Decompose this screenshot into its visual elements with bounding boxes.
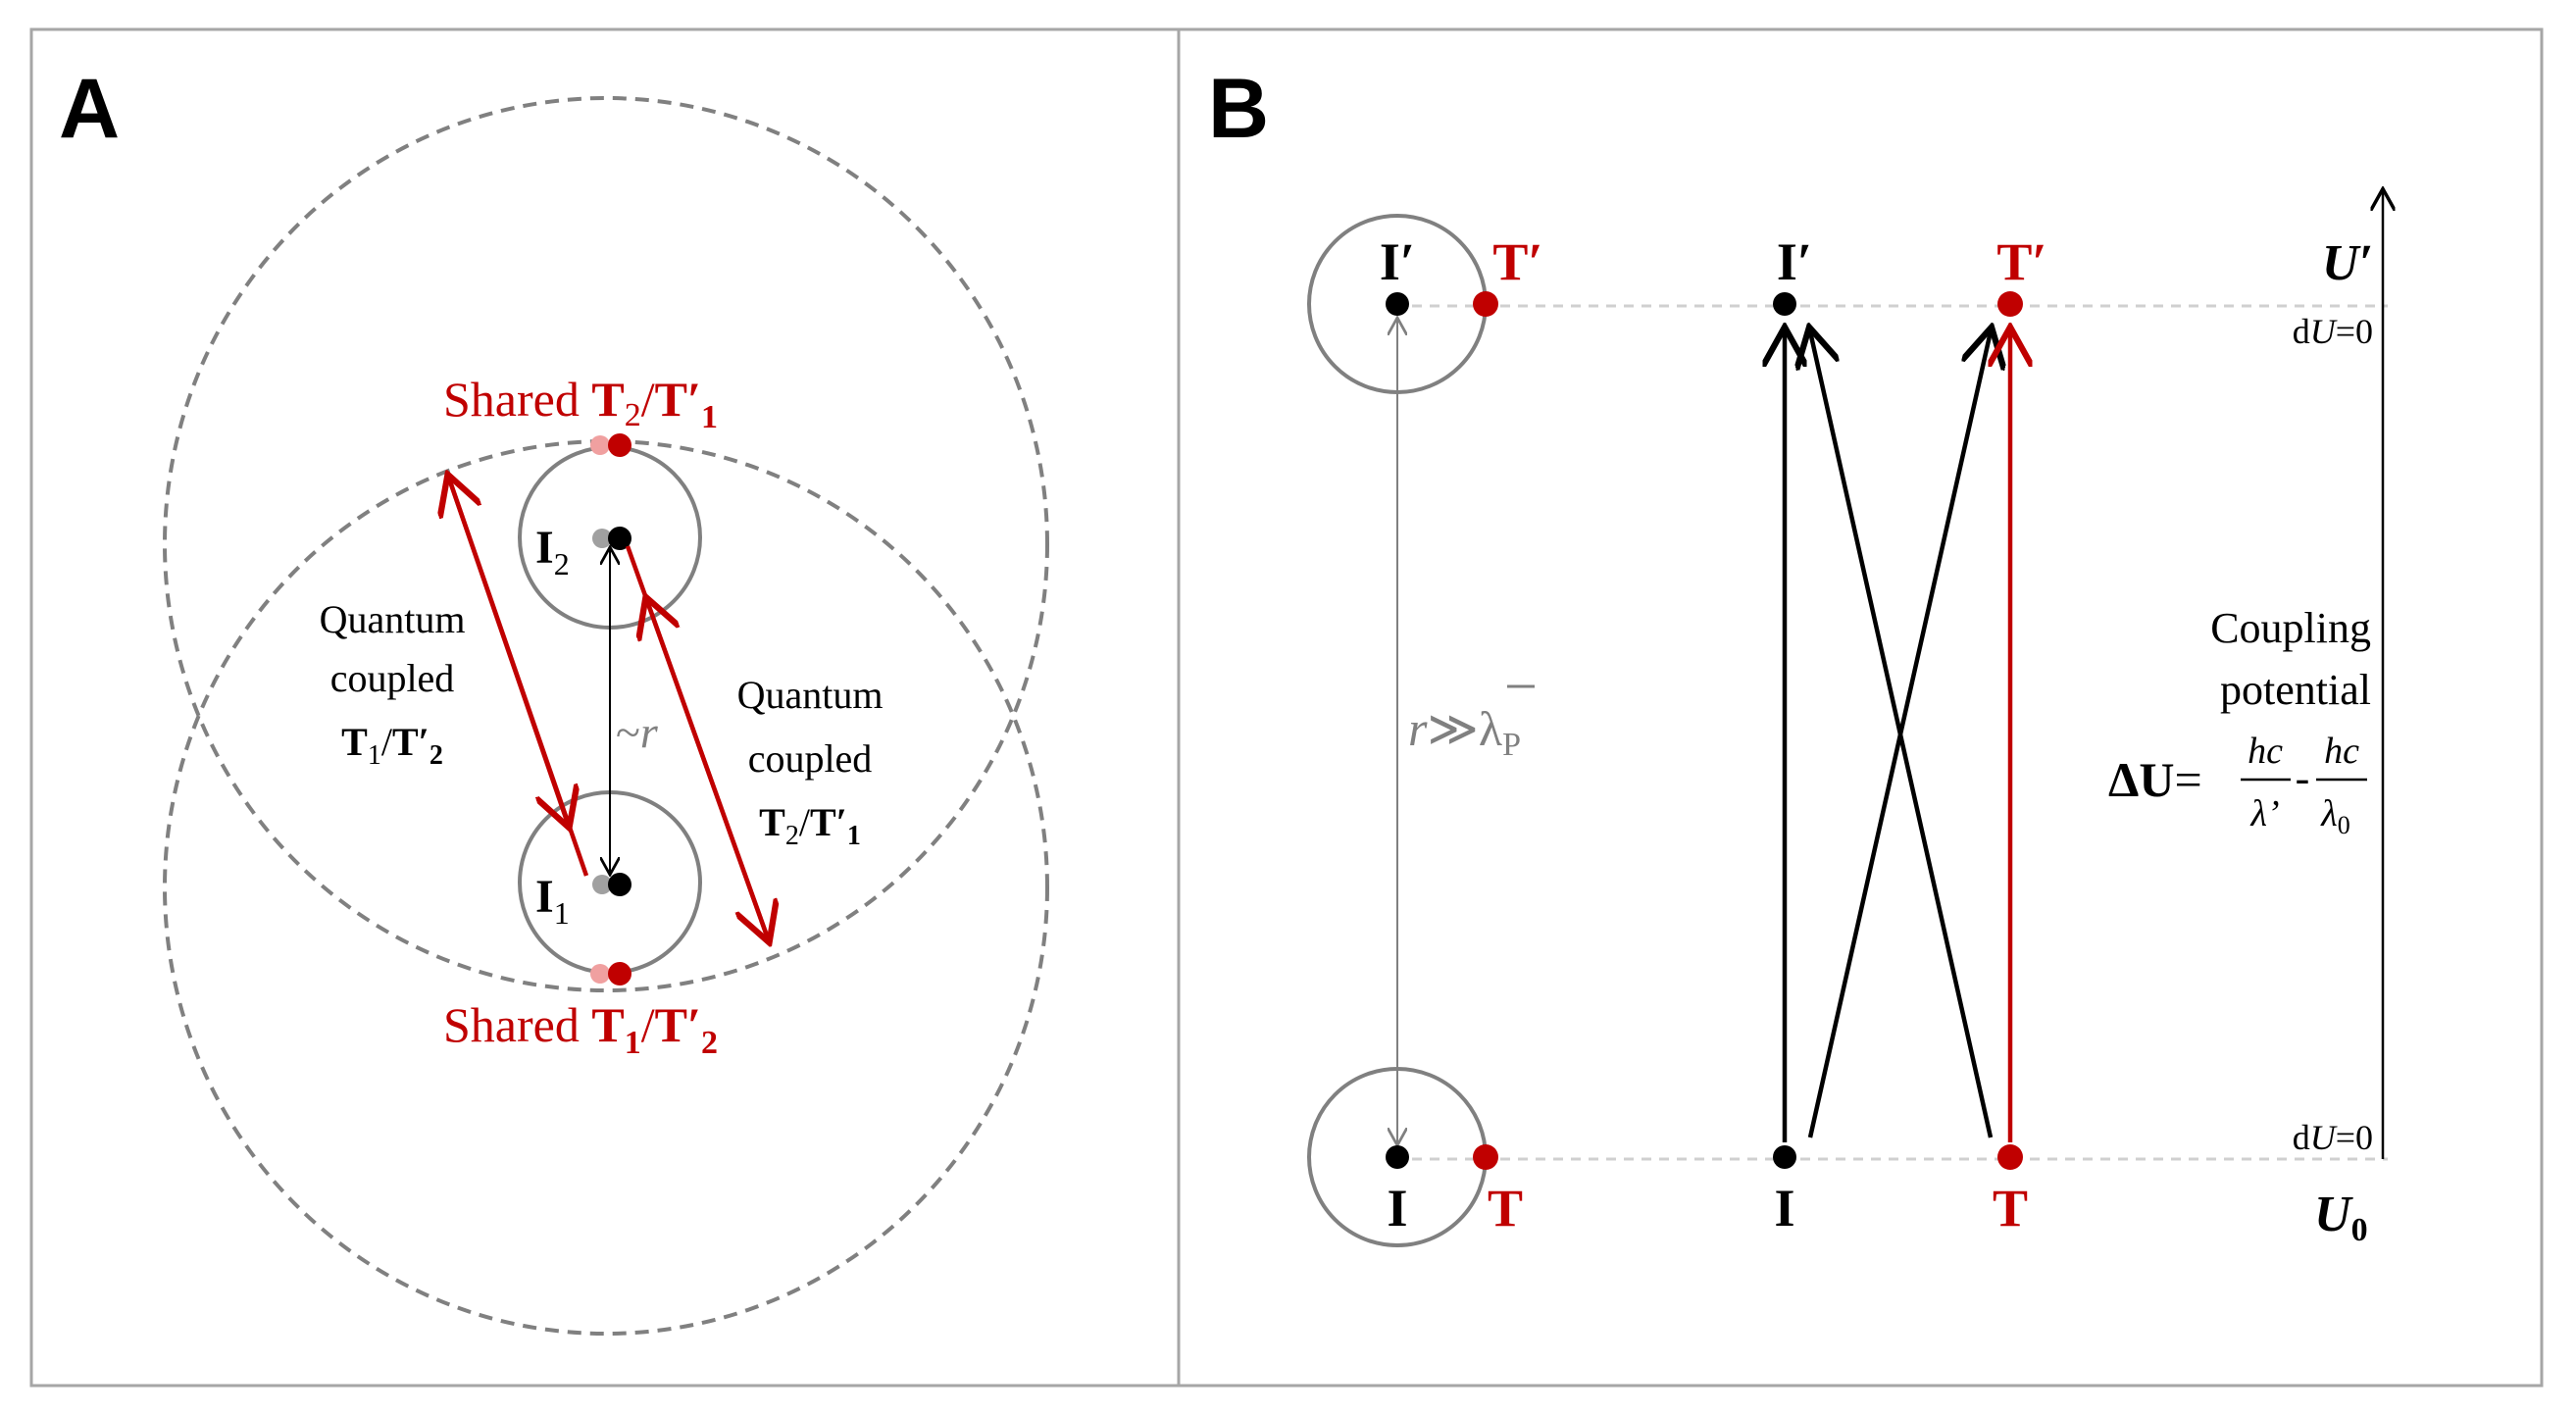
shared-t1-dot: [608, 962, 631, 985]
panel-b-frame: [1177, 27, 2544, 1388]
left-coupled-pair: T1/T′2: [341, 720, 443, 771]
excited-t-dot: [1473, 291, 1498, 317]
coupling-line1: Coupling: [2210, 604, 2371, 652]
i1-ghost-dot: [592, 875, 612, 894]
i2-ghost-dot: [592, 529, 612, 548]
label-bot-mid-t: T: [1993, 1179, 2028, 1238]
label-u-prime: U′: [2322, 235, 2373, 291]
top-mid-i-dot: [1773, 292, 1796, 316]
shared-top-label: Shared T2/T′1: [443, 372, 718, 435]
coupling-lhs: ΔU=: [2108, 752, 2202, 807]
right-coupled-pair: T2/T′1: [759, 800, 861, 851]
ground-i-dot: [1386, 1145, 1409, 1169]
shared-t2-ghost-dot: [590, 435, 610, 455]
coupling-num1: hc: [2248, 731, 2283, 772]
shared-bottom-label: Shared T1/T′2: [443, 997, 718, 1061]
dashed-orbit-lower: [163, 439, 1049, 1336]
label-bot-left-t: T: [1488, 1179, 1523, 1238]
left-red-arrow: [449, 479, 568, 824]
coupling-den1: λ’: [2249, 793, 2279, 834]
separation-label: r≫λP: [1408, 701, 1521, 763]
top-mid-t-dot: [1997, 291, 2023, 317]
bot-mid-i-dot: [1773, 1145, 1796, 1169]
coupling-line2: potential: [2220, 666, 2371, 714]
ground-t-dot: [1473, 1144, 1498, 1170]
label-bot-mid-i: I: [1774, 1179, 1794, 1238]
coupling-minus: -: [2296, 754, 2310, 802]
label-i2: I2: [535, 522, 570, 581]
label-top-mid-t: T′: [1996, 232, 2046, 291]
right-coupled-line2: coupled: [748, 736, 873, 781]
bot-mid-t-dot: [1997, 1144, 2023, 1170]
panel-b-letter: B: [1208, 62, 1269, 156]
dashed-orbit-upper: [163, 96, 1049, 992]
i1-dot: [608, 873, 631, 896]
right-coupled-line1: Quantum: [737, 673, 884, 717]
left-coupled-line2: coupled: [330, 656, 455, 700]
label-i1: I1: [535, 871, 570, 931]
coupling-den2: λ0: [2320, 793, 2349, 839]
du-top: dU=0: [2293, 312, 2373, 351]
shared-t2-dot: [608, 433, 631, 457]
label-bot-left-i: I: [1387, 1179, 1407, 1238]
label-top-left-t: T′: [1492, 232, 1542, 291]
shared-t1-ghost-dot: [590, 964, 610, 984]
panel-a-letter: A: [59, 62, 120, 156]
distance-label: ~r: [616, 707, 659, 757]
label-top-left-i: I′: [1380, 232, 1415, 291]
arrow-t-to-iprime: [1810, 331, 1994, 1138]
i2-dot: [608, 527, 631, 550]
label-top-mid-i: I′: [1777, 232, 1812, 291]
coupling-num2: hc: [2324, 731, 2359, 772]
right-red-arrow: [647, 601, 768, 938]
label-u-zero: U0: [2314, 1187, 2368, 1248]
excited-i-dot: [1386, 292, 1409, 316]
du-bottom: dU=0: [2293, 1118, 2373, 1157]
left-coupled-line1: Quantum: [320, 597, 466, 641]
